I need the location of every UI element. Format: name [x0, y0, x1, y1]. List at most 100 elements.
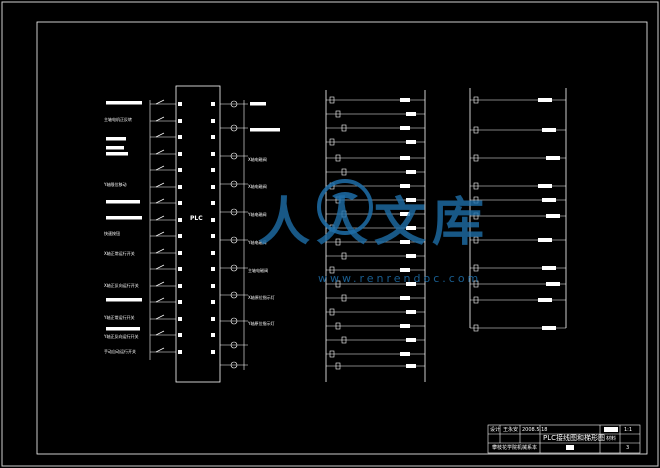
ladder2-contact: [473, 154, 479, 162]
plc-output-terminal: [211, 119, 215, 123]
ladder1-contact: [335, 362, 341, 370]
input-label-fast: 快速按钮: [104, 231, 120, 236]
label-bar: [106, 298, 142, 302]
plc-output-terminal: [211, 218, 215, 222]
plc-input-terminal: [178, 350, 182, 354]
output-coil: [230, 152, 238, 160]
plc-input-terminal: [178, 251, 182, 255]
switch-contact: [155, 215, 165, 221]
ladder1-contact: [341, 294, 347, 302]
plc-label: PLC: [190, 215, 203, 222]
plc-output-terminal: [211, 135, 215, 139]
ladder1-coil-block: [400, 352, 410, 356]
inner-frame: [36, 21, 648, 455]
ladder2-coil-block: [538, 298, 552, 302]
output-label-bar: [250, 128, 280, 132]
title-block: [487, 424, 641, 454]
output-label-x-valve-1: X轴电磁阀: [248, 157, 267, 162]
plc-output-terminal: [211, 350, 215, 354]
output-label-x-valve-2: X轴电磁阀: [248, 184, 267, 189]
output-label-y-valve-1: Y轴电磁阀: [248, 212, 267, 217]
tb-school: 攀枝花学院机械系本: [492, 445, 538, 451]
tb-date: 2008.5.18: [522, 427, 548, 433]
label-bar: [106, 200, 140, 204]
ladder2-coil-block: [542, 198, 556, 202]
output-coil: [230, 361, 238, 369]
tb-page: 3: [626, 445, 630, 451]
switch-contact: [155, 165, 165, 171]
ladder1-coil-block: [400, 268, 410, 272]
switch-contact: [155, 99, 165, 105]
ladder1-contact: [329, 308, 335, 316]
label-bar: [106, 216, 142, 220]
ladder2-coil-block: [538, 98, 552, 102]
ladder1-coil-block: [406, 112, 416, 116]
plc-output-terminal: [211, 234, 215, 238]
ladder2-contact: [473, 182, 479, 190]
ladder2-contact: [473, 212, 479, 220]
label-bar: [106, 137, 126, 141]
plc-output-terminal: [211, 152, 215, 156]
output-coil: [230, 236, 238, 244]
label-bar: [106, 327, 140, 331]
ladder1-coil-block: [406, 140, 416, 144]
ladder1-coil-block: [400, 156, 410, 160]
ladder1-coil-block: [400, 324, 410, 328]
plc-input-terminal: [178, 119, 182, 123]
plc-output-terminal: [211, 333, 215, 337]
plc-input-terminal: [178, 267, 182, 271]
input-label-auto: 手动自动运行开关: [104, 349, 136, 354]
ladder1-contact: [341, 124, 347, 132]
plc-input-terminal: [178, 317, 182, 321]
output-coil: [230, 264, 238, 272]
output-coil: [230, 100, 238, 108]
ladder1-coil-block: [400, 126, 410, 130]
plc-input-terminal: [178, 201, 182, 205]
output-coil: [230, 124, 238, 132]
ladder2-coil-block: [542, 128, 556, 132]
ladder1-contact: [341, 210, 347, 218]
plc-input-terminal: [178, 300, 182, 304]
plc-output-terminal: [211, 317, 215, 321]
tb-scale: 1:1: [624, 427, 633, 433]
input-label-x-reverse: X轴正反向运行开关: [104, 283, 139, 288]
ladder2-contact: [473, 96, 479, 104]
output-coil: [230, 317, 238, 325]
output-coil: [230, 180, 238, 188]
ladder2-contact: [473, 236, 479, 244]
label-bar: [106, 146, 124, 150]
ladder-diagram-1: [325, 90, 426, 382]
watermark-text: 人人文库: [258, 193, 491, 253]
tb-material-label: 材料: [606, 436, 617, 442]
plc-output-terminal: [211, 267, 215, 271]
input-label-spindle: 主轴电机正反转: [104, 117, 132, 122]
ladder1-coil-block: [406, 254, 416, 258]
ladder2-coil-block: [542, 326, 556, 330]
switch-contact: [155, 330, 165, 336]
ladder1-coil-block: [406, 198, 416, 202]
switch-contact: [155, 297, 165, 303]
label-bar: [106, 101, 142, 105]
ladder1-coil-block: [406, 282, 416, 286]
plc-input-terminal: [178, 135, 182, 139]
output-label-x-home-lamp: X轴原位指示灯: [248, 295, 275, 300]
plc-output-terminal: [211, 251, 215, 255]
input-label-y-reverse: Y轴正反向运行开关: [104, 334, 139, 339]
plc-input-terminal: [178, 218, 182, 222]
ladder2-contact: [473, 296, 479, 304]
plc-input-terminal: [178, 284, 182, 288]
plc-output-terminal: [211, 201, 215, 205]
switch-contact: [155, 248, 165, 254]
ladder2-coil-block: [542, 266, 556, 270]
switch-contact: [155, 264, 165, 270]
ladder1-contact: [329, 96, 335, 104]
switch-contact: [155, 281, 165, 287]
input-label-y-normal: Y轴正常运行开关: [104, 315, 135, 320]
plc-input-terminal: [178, 152, 182, 156]
plc-input-terminal: [178, 234, 182, 238]
input-label-x-normal: X轴正常运行开关: [104, 251, 135, 256]
ladder1-coil-block: [406, 170, 416, 174]
ladder1-contact: [335, 280, 341, 288]
ladder1-contact: [335, 110, 341, 118]
